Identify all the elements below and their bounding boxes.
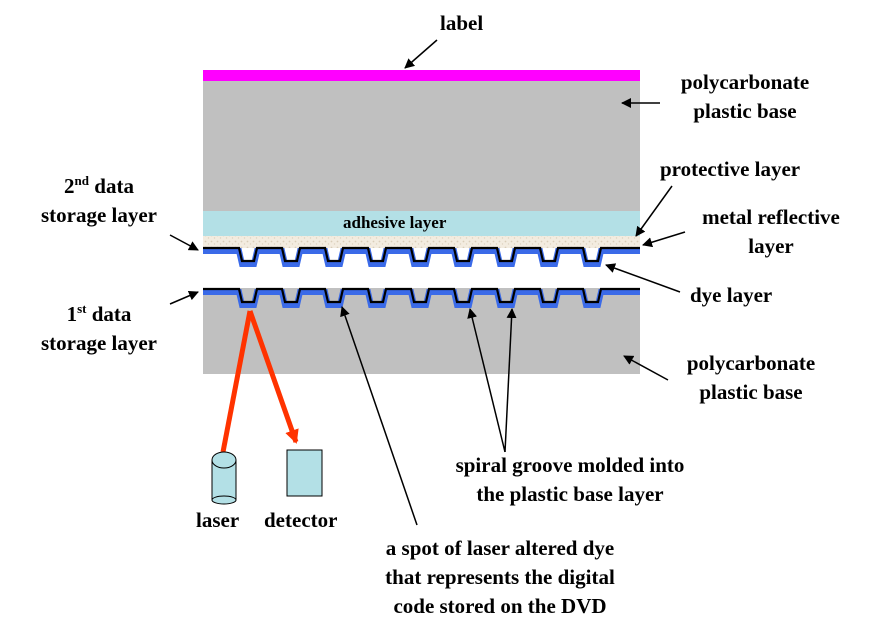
label-caption: label bbox=[440, 11, 484, 35]
spiral-line1: spiral groove molded into bbox=[455, 453, 685, 477]
first-data-layer bbox=[203, 287, 640, 308]
arrow-spot bbox=[340, 306, 418, 526]
adhesive-layer bbox=[203, 211, 640, 236]
arrow-metal bbox=[642, 231, 686, 248]
first-layer-line2: storage layer bbox=[40, 331, 158, 355]
second-layer-dye-layer bbox=[203, 248, 640, 267]
detector-icon bbox=[286, 449, 323, 497]
poly-top-line2: plastic base bbox=[693, 99, 797, 123]
poly-top-caption: polycarbonate plastic base bbox=[660, 68, 830, 126]
arrow-label bbox=[404, 39, 438, 69]
poly-bottom-line1: polycarbonate bbox=[686, 351, 816, 375]
first-layer-caption: 1st data storage layer bbox=[18, 300, 180, 358]
first-layer-line1: 1st data bbox=[66, 301, 132, 326]
adhesive-caption: adhesive layer bbox=[343, 213, 447, 232]
laser-caption: laser bbox=[196, 508, 240, 532]
poly-bottom-caption: polycarbonate plastic base bbox=[666, 349, 836, 407]
spiral-line2: the plastic base layer bbox=[476, 482, 664, 506]
metal-line2: layer bbox=[748, 234, 794, 258]
arrow-spiral-1 bbox=[467, 308, 506, 453]
poly-top-line1: polycarbonate bbox=[680, 70, 810, 94]
protective-layer bbox=[203, 236, 640, 248]
poly-bottom-line2: plastic base bbox=[699, 380, 803, 404]
spot-line3: code stored on the DVD bbox=[393, 594, 607, 618]
detector-caption: detector bbox=[264, 508, 338, 532]
laser-beam-reflected bbox=[247, 310, 299, 444]
spiral-caption: spiral groove molded into the plastic ba… bbox=[420, 451, 720, 509]
spot-line1: a spot of laser altered dye bbox=[385, 536, 615, 560]
first-layer-dye-layer bbox=[203, 289, 640, 308]
arrow-protective bbox=[635, 185, 673, 237]
spot-caption: a spot of laser altered dye that represe… bbox=[335, 534, 665, 621]
first-layer-metal-reflective-line bbox=[203, 287, 640, 304]
second-data-layer bbox=[203, 246, 640, 267]
metal-line1: metal reflective bbox=[702, 205, 840, 229]
label-strip bbox=[203, 70, 640, 81]
second-layer-caption: 2nd data storage layer bbox=[18, 172, 180, 230]
arrow-poly-bottom bbox=[623, 355, 669, 381]
arrow-second-layer bbox=[169, 234, 199, 251]
spot-line2: that represents the digital bbox=[385, 565, 615, 589]
laser-icon bbox=[211, 451, 237, 505]
arrow-dye bbox=[605, 263, 681, 293]
laser-beam-incident bbox=[220, 310, 253, 453]
second-layer-line2: storage layer bbox=[40, 203, 158, 227]
second-layer-metal-reflective-line bbox=[203, 246, 640, 263]
metal-caption: metal reflective layer bbox=[682, 203, 860, 261]
arrow-spiral-2 bbox=[504, 308, 517, 453]
top-polycarbonate-base bbox=[203, 80, 640, 212]
arrow-first-layer bbox=[169, 290, 199, 305]
second-layer-line1: 2nd data bbox=[64, 173, 134, 198]
dye-caption: dye layer bbox=[690, 283, 773, 307]
protective-caption: protective layer bbox=[660, 157, 801, 181]
